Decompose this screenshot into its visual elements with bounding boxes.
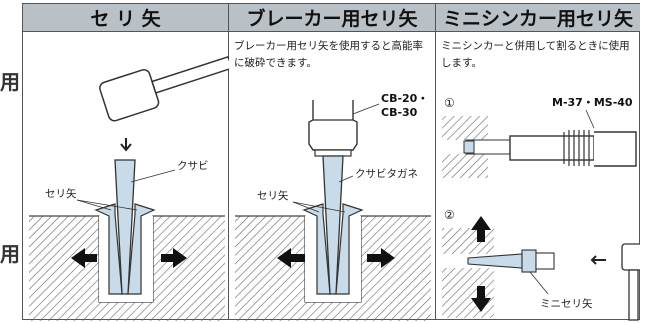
down-arrow-icon bbox=[471, 286, 491, 312]
breaker-description: ブレーカー用セリ矢を使用すると高能率に破砕できます。 bbox=[234, 40, 423, 69]
left-small-arrow-icon bbox=[590, 255, 606, 265]
breaker-illustration bbox=[235, 100, 431, 321]
header-breaker-seriya: ブレーカー用セリ矢 bbox=[229, 4, 436, 32]
left-arrow-icon bbox=[277, 248, 305, 268]
column-minisinker-seriya: ミニシンカーと併用して割るときに使用します。 bbox=[436, 32, 640, 321]
down-arrow-icon bbox=[120, 138, 132, 152]
breaker-model-line1: CB-20・ bbox=[381, 92, 429, 105]
column-seriya: クサビ セリ矢 bbox=[23, 32, 229, 321]
breaker-model-line2: CB-30 bbox=[381, 106, 418, 119]
right-arrow-icon bbox=[161, 248, 187, 268]
minisinker-drill-icon bbox=[509, 130, 637, 167]
feather-label: セリ矢 bbox=[45, 188, 77, 200]
chisel-label: クサビタガネ bbox=[355, 168, 418, 180]
step-1-label: ① bbox=[444, 96, 455, 110]
feather-left bbox=[94, 203, 123, 295]
breaker-feather-label: セリ矢 bbox=[257, 190, 289, 202]
seriya-illustration bbox=[29, 55, 229, 321]
minisinker-illustration bbox=[442, 109, 640, 321]
small-hammer-icon bbox=[621, 243, 640, 321]
side-label-bottom: 用 bbox=[0, 242, 20, 266]
left-arrow-icon bbox=[71, 248, 97, 268]
breaker-icon bbox=[308, 100, 358, 157]
step-2-label: ② bbox=[444, 208, 455, 222]
mini-feather-label: ミニセリ矢 bbox=[540, 298, 593, 310]
column-breaker-seriya: ブレーカー用セリ矢を使用すると高能率に破砕できます。 bbox=[229, 32, 436, 321]
up-arrow-icon bbox=[471, 216, 491, 242]
comparison-table: セ リ 矢 ブレーカー用セリ矢 ミニシンカー用セリ矢 bbox=[22, 3, 640, 321]
header-minisinker-seriya: ミニシンカー用セリ矢 bbox=[436, 4, 640, 32]
minisinker-model: M-37・MS-40 bbox=[552, 96, 633, 109]
header-seriya: セ リ 矢 bbox=[23, 4, 229, 32]
right-arrow-icon bbox=[367, 248, 395, 268]
hammer-icon bbox=[99, 55, 229, 122]
wedge-label: クサビ bbox=[177, 160, 209, 172]
side-label-top: 用 bbox=[0, 70, 20, 94]
feather-right bbox=[127, 203, 156, 295]
minisinker-description: ミニシンカーと併用して割るときに使用します。 bbox=[441, 40, 630, 69]
